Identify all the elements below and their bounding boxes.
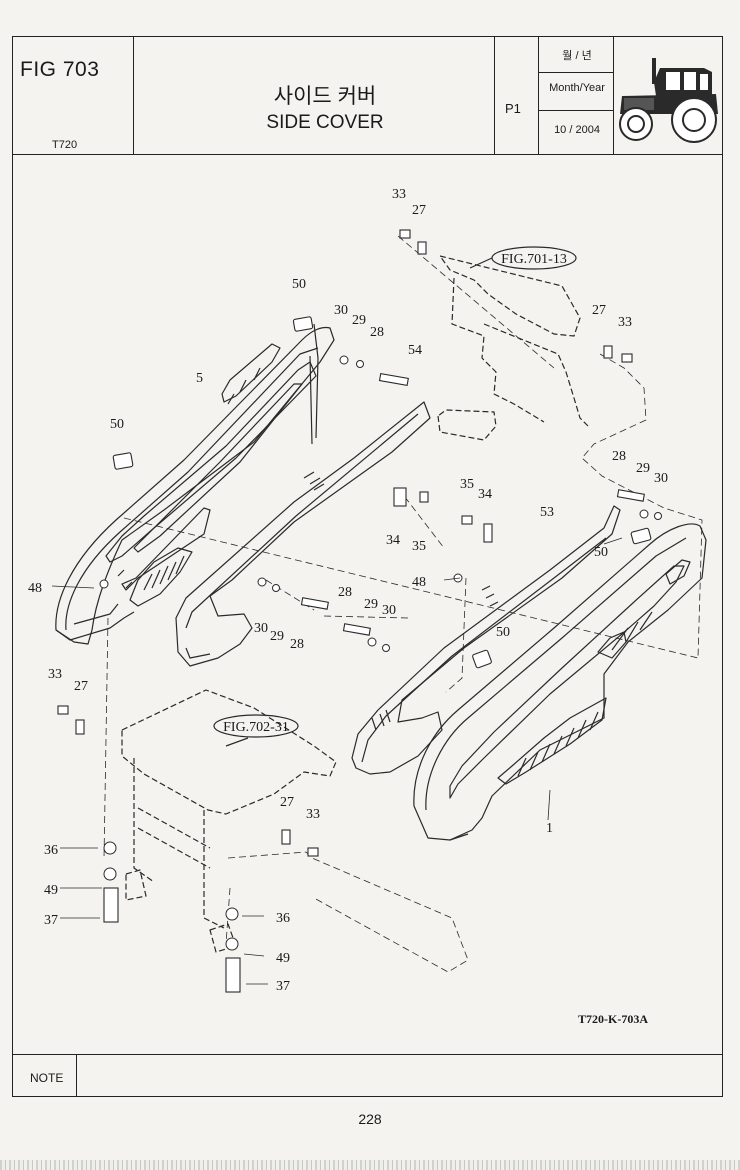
callout-number: 29	[270, 629, 284, 644]
month-year-korean-label: 월 / 년	[562, 50, 592, 62]
callout-number: 30	[382, 603, 396, 618]
callout-number: 33	[306, 807, 320, 822]
callout-number: 27	[74, 679, 88, 694]
page-number: 228	[358, 1111, 382, 1127]
callout-number: 34	[386, 533, 400, 548]
title-korean: 사이드 커버	[273, 85, 377, 108]
tractor-icon	[619, 58, 718, 143]
page-code: P1	[505, 101, 521, 116]
callout-number: 37	[44, 913, 58, 928]
callout-number: 35	[460, 477, 474, 492]
callout-number: 49	[276, 951, 290, 966]
callout-number: 29	[352, 313, 366, 328]
callout-number: 27	[592, 303, 606, 318]
callout-number: 33	[392, 187, 406, 202]
fig-reference-label: FIG.701-13	[501, 252, 567, 267]
callout-number: 27	[280, 795, 294, 810]
note-row	[12, 1054, 723, 1097]
fig-reference-label: FIG.702-31	[223, 720, 289, 735]
callout-number: 29	[636, 461, 650, 476]
left-inner-panel	[175, 401, 431, 667]
month-year-label: Month/Year	[549, 82, 605, 94]
right-inner-panel	[351, 505, 621, 775]
callout-number: 34	[478, 487, 492, 502]
figure-number: FIG 703	[20, 58, 100, 81]
callout-number: 28	[612, 449, 626, 464]
note-label: NOTE	[30, 1071, 64, 1085]
callout-number: 50	[292, 277, 306, 292]
title-block	[12, 36, 723, 155]
month-year-value: 10 / 2004	[554, 124, 600, 136]
callout-number: 28	[290, 637, 304, 652]
callout-number: 54	[408, 343, 422, 358]
upper-mount-bracket	[437, 255, 589, 441]
lower-support-frame	[121, 689, 337, 953]
callout-number: 33	[48, 667, 62, 682]
callout-number: 37	[276, 979, 290, 994]
right-side-cover	[413, 523, 707, 841]
callout-number: 50	[110, 417, 124, 432]
callout-number: 35	[412, 539, 426, 554]
callout-number: 30	[334, 303, 348, 318]
drawing-reference-code: T720-K-703A	[578, 1012, 648, 1026]
left-side-cover	[55, 323, 335, 645]
callout-number: 28	[338, 585, 352, 600]
callout-number: 33	[618, 315, 632, 330]
callout-number: 29	[364, 597, 378, 612]
callout-number: 1	[546, 821, 553, 836]
model-code: T720	[52, 139, 78, 151]
callout-number: 27	[412, 203, 426, 218]
scan-artifact-strip	[0, 1160, 740, 1170]
callout-number: 49	[44, 883, 58, 898]
callout-number: 48	[28, 581, 42, 596]
callout-number: 50	[496, 625, 510, 640]
callout-number: 53	[540, 505, 554, 520]
callout-number: 28	[370, 325, 384, 340]
callout-number: 36	[276, 911, 290, 926]
callout-number: 36	[44, 843, 58, 858]
callout-number: 30	[254, 621, 268, 636]
page-frame	[12, 36, 723, 1097]
callout-number: 30	[654, 471, 668, 486]
callout-number: 5	[196, 371, 203, 386]
callout-number: 50	[594, 545, 608, 560]
callout-number: 48	[412, 575, 426, 590]
fig-reference-oval	[213, 714, 299, 738]
title-english: SIDE COVER	[266, 112, 384, 133]
exploded-parts-diagram: FIG.701-13 FIG.702-31 33 27 50 30 29 28 …	[28, 187, 707, 994]
